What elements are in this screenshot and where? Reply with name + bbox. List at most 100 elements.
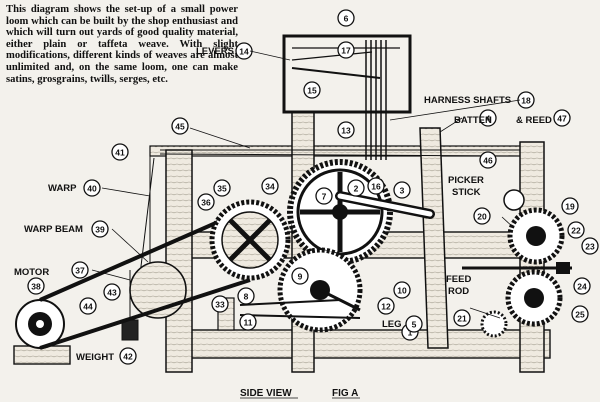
label-leg: LEG bbox=[382, 319, 402, 330]
callout-46: 46 bbox=[479, 151, 497, 169]
callout-37: 37 bbox=[71, 261, 89, 279]
callout-16: 16 bbox=[367, 177, 385, 195]
callout-number: 24 bbox=[577, 282, 587, 292]
callout-number: 40 bbox=[87, 184, 97, 194]
callout-number: 44 bbox=[83, 302, 93, 312]
callout-34: 34 bbox=[261, 177, 279, 195]
callout-number: 47 bbox=[557, 114, 567, 124]
callout-number: 4 bbox=[486, 114, 491, 124]
callout-number: 10 bbox=[397, 286, 407, 296]
callout-4: 4 bbox=[479, 109, 497, 127]
callout-39: 39 bbox=[91, 220, 109, 238]
callout-number: 12 bbox=[381, 302, 391, 312]
callout-number: 15 bbox=[307, 86, 317, 96]
callout-33: 33 bbox=[211, 295, 229, 313]
callout-15: 15 bbox=[303, 81, 321, 99]
callout-2: 2 bbox=[347, 179, 365, 197]
callout-44: 44 bbox=[79, 297, 97, 315]
callout-number: 41 bbox=[115, 148, 125, 158]
callout-number: 36 bbox=[201, 198, 211, 208]
callout-number: 13 bbox=[341, 126, 351, 136]
callout-number: 20 bbox=[477, 212, 487, 222]
callout-number: 14 bbox=[239, 47, 249, 57]
callout-41: 41 bbox=[111, 143, 129, 161]
callout-20: 20 bbox=[473, 207, 491, 225]
callout-21: 21 bbox=[453, 309, 471, 327]
callout-22: 22 bbox=[567, 221, 585, 239]
callout-number: 2 bbox=[354, 184, 359, 194]
callout-number: 23 bbox=[585, 242, 595, 252]
label-warp-beam: WARP BEAM bbox=[24, 224, 83, 235]
callout-3: 3 bbox=[393, 181, 411, 199]
harness-frame bbox=[282, 34, 412, 114]
callout-number: 6 bbox=[344, 14, 349, 24]
callout-25: 25 bbox=[571, 305, 589, 323]
callout-13: 13 bbox=[337, 121, 355, 139]
callout-24: 24 bbox=[573, 277, 591, 295]
callout-number: 33 bbox=[215, 300, 225, 310]
caption-figure: FIG A bbox=[332, 388, 358, 399]
callout-number: 45 bbox=[175, 122, 185, 132]
callout-10: 10 bbox=[393, 281, 411, 299]
callout-38: 38 bbox=[27, 277, 45, 295]
callout-number: 16 bbox=[371, 182, 381, 192]
callout-number: 11 bbox=[244, 318, 253, 328]
callout-number: 8 bbox=[244, 292, 249, 302]
callout-35: 35 bbox=[213, 179, 231, 197]
label-weight: WEIGHT bbox=[76, 352, 114, 363]
weight bbox=[121, 319, 139, 341]
label-harness-shafts: HARNESS SHAFTS bbox=[424, 95, 511, 106]
callout-14: 14 bbox=[235, 42, 253, 60]
callout-11: 11 bbox=[239, 313, 257, 331]
callout-36: 36 bbox=[197, 193, 215, 211]
left-post bbox=[165, 149, 193, 373]
callout-7: 7 bbox=[315, 187, 333, 205]
callout-number: 38 bbox=[31, 282, 41, 292]
intro-text: This diagram shows the set-up of a small… bbox=[6, 4, 238, 85]
callout-9: 9 bbox=[291, 267, 309, 285]
callout-number: 43 bbox=[107, 288, 117, 298]
callout-45: 45 bbox=[171, 117, 189, 135]
batten bbox=[419, 127, 449, 349]
label-warp: WARP bbox=[48, 183, 77, 194]
callout-42: 42 bbox=[119, 347, 137, 365]
callout-17: 17 bbox=[337, 41, 355, 59]
callout-18: 18 bbox=[517, 91, 535, 109]
callout-number: 1 bbox=[408, 328, 413, 338]
callout-43: 43 bbox=[103, 283, 121, 301]
callout-number: 3 bbox=[400, 186, 405, 196]
callout-number: 21 bbox=[457, 314, 467, 324]
callout-number: 35 bbox=[217, 184, 227, 194]
callout-40: 40 bbox=[83, 179, 101, 197]
callout-5: 5 bbox=[405, 315, 423, 333]
lever-arm bbox=[291, 67, 381, 79]
harness-shafts bbox=[365, 40, 387, 160]
callout-number: 5 bbox=[412, 320, 417, 330]
label-picker: PICKER bbox=[448, 175, 484, 186]
callout-number: 18 bbox=[521, 96, 531, 106]
label-batten: BATTEN bbox=[454, 115, 492, 126]
callout-23: 23 bbox=[581, 237, 599, 255]
callout-number: 22 bbox=[571, 226, 581, 236]
callout-number: 25 bbox=[575, 310, 585, 320]
label-feed: FEED bbox=[446, 274, 471, 285]
callout-number: 9 bbox=[298, 272, 303, 282]
callout-number: 17 bbox=[341, 46, 351, 56]
label-levers: LEVERS bbox=[196, 46, 234, 57]
callout-47: 47 bbox=[553, 109, 571, 127]
callout-number: 42 bbox=[123, 352, 133, 362]
callout-19: 19 bbox=[561, 197, 579, 215]
callout-6: 6 bbox=[337, 9, 355, 27]
callout-8: 8 bbox=[237, 287, 255, 305]
callout-12: 12 bbox=[377, 297, 395, 315]
callout-number: 19 bbox=[565, 202, 575, 212]
caption-side-view: SIDE VIEW bbox=[240, 388, 292, 399]
label-rod: ROD bbox=[448, 286, 469, 297]
callout-number: 46 bbox=[483, 156, 493, 166]
label-motor: MOTOR bbox=[14, 267, 49, 278]
callout-number: 37 bbox=[75, 266, 85, 276]
callout-number: 34 bbox=[265, 182, 275, 192]
